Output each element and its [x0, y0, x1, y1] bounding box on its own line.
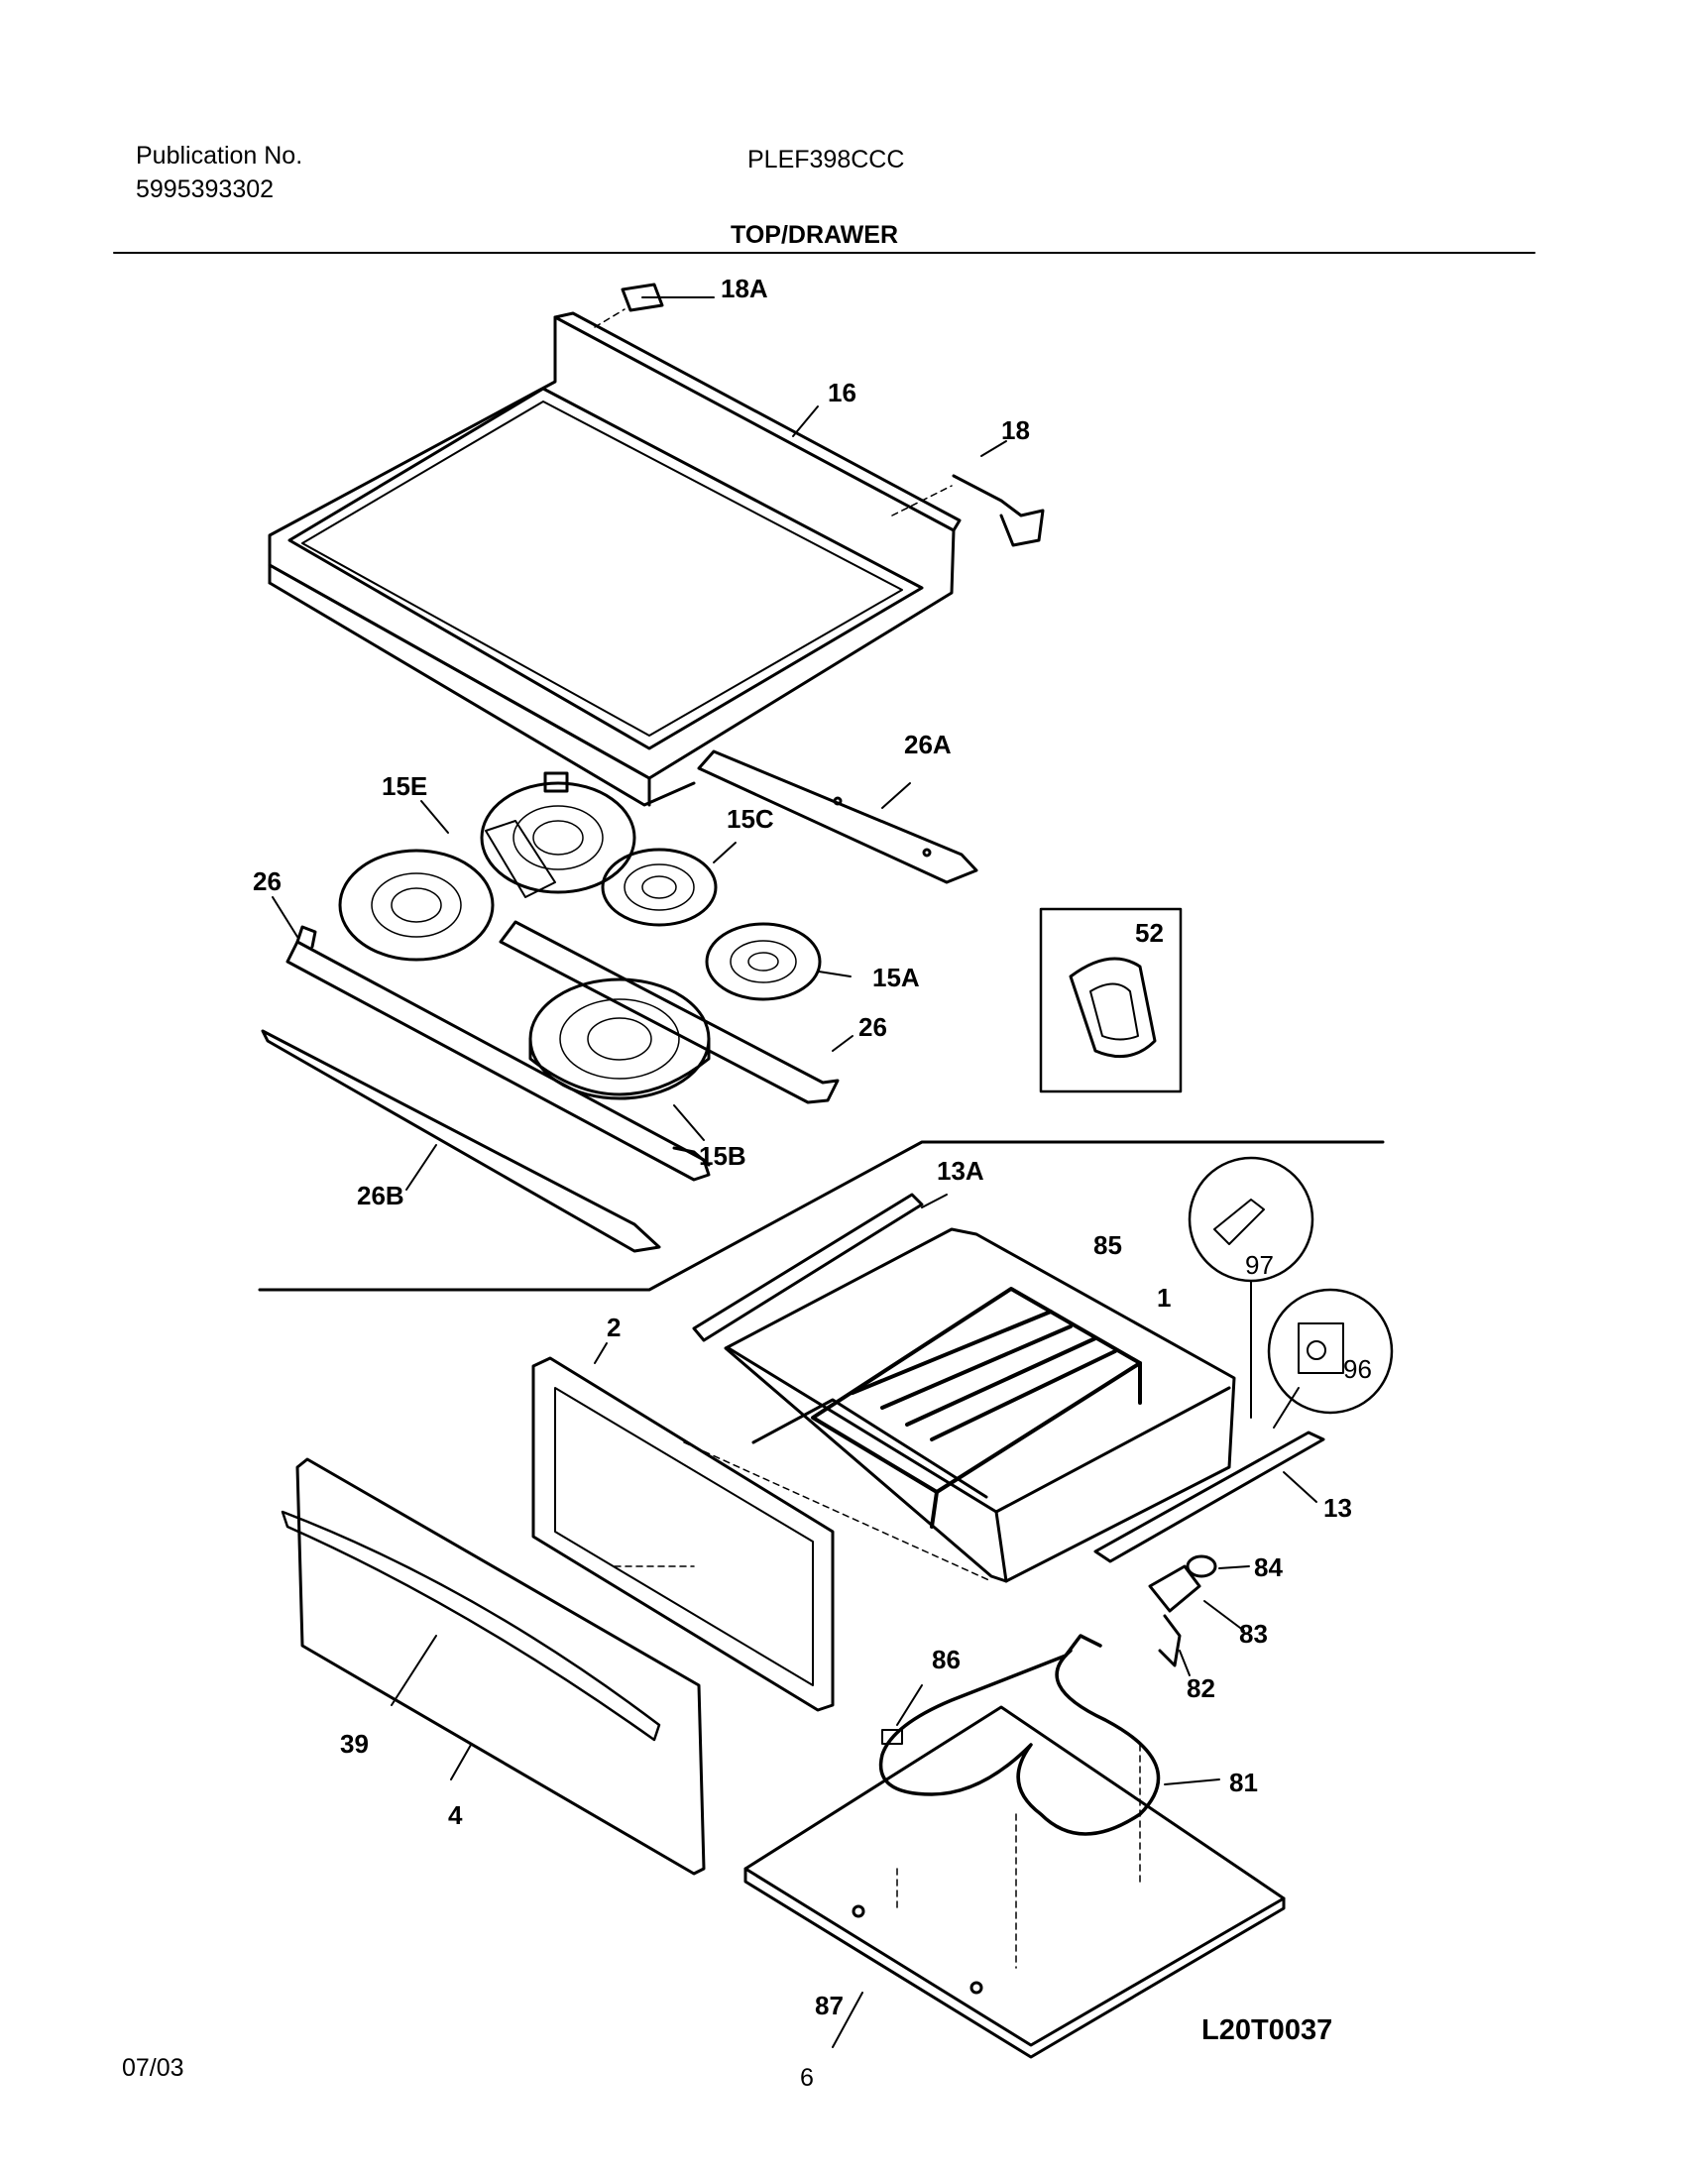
screw-97-inset: [1188, 1156, 1314, 1419]
drawer-panel-2: [531, 1342, 992, 1712]
drawer-box-1: [724, 1227, 1236, 1583]
part-labels: 18A 16 18 26A 15E 15C 26 52 15A 26 15B 2…: [253, 274, 1372, 2046]
diagram-code: L20T0037: [1201, 2014, 1332, 2046]
label-13a: 13A: [937, 1156, 984, 1186]
publication-number: 5995393302: [136, 175, 275, 203]
label-83: 83: [1239, 1619, 1268, 1649]
switch-parts-84-83-82: [1148, 1554, 1250, 1676]
label-96: 96: [1343, 1354, 1372, 1384]
bottom-panel-87: [743, 1705, 1286, 2059]
label-13: 13: [1323, 1493, 1352, 1523]
label-2: 2: [607, 1313, 621, 1342]
label-15e: 15E: [382, 771, 427, 801]
label-26a: 26A: [904, 730, 952, 759]
element-15a: [705, 922, 852, 1001]
clip-96-inset: [1267, 1288, 1394, 1429]
drawer-front-4: [281, 1457, 706, 1876]
label-87: 87: [815, 1991, 844, 2020]
rail-13a: [692, 1193, 948, 1342]
rail-13: [1093, 1431, 1325, 1563]
label-15b: 15B: [699, 1141, 746, 1171]
element-15e: [338, 771, 636, 962]
support-26-left: [272, 896, 711, 1182]
label-15a: 15A: [872, 963, 920, 992]
strip-26a: [697, 749, 978, 884]
label-16: 16: [828, 378, 856, 407]
page-number: 6: [800, 2064, 814, 2092]
bracket-18: [891, 440, 1045, 547]
label-84: 84: [1254, 1552, 1283, 1582]
label-81: 81: [1229, 1768, 1258, 1797]
rack-85: [811, 1287, 1142, 1529]
label-82: 82: [1187, 1673, 1215, 1703]
label-15c: 15C: [727, 804, 774, 834]
section-divider: [258, 1140, 1385, 1292]
label-26-right: 26: [858, 1012, 887, 1042]
label-1: 1: [1157, 1283, 1171, 1313]
part-52-inset: [1039, 907, 1183, 1093]
bracket-18a: [594, 283, 715, 328]
model-number: PLEF398CCC: [747, 146, 905, 173]
label-97: 97: [1245, 1250, 1274, 1280]
label-52: 52: [1135, 918, 1164, 948]
wire-harness-81: [878, 1634, 1220, 1836]
label-18a: 18A: [721, 274, 768, 303]
footer-date: 07/03: [122, 2054, 184, 2082]
label-86: 86: [932, 1645, 961, 1674]
support-26-right: [499, 920, 854, 1104]
label-85: 85: [1093, 1230, 1122, 1260]
element-15c: [601, 842, 737, 927]
element-15b: [528, 977, 711, 1141]
cooktop-16: [268, 311, 962, 807]
publication-label: Publication No.: [136, 142, 303, 170]
label-39: 39: [340, 1729, 369, 1759]
section-title: TOP/DRAWER: [731, 221, 898, 249]
label-26-left: 26: [253, 866, 282, 896]
label-18: 18: [1001, 415, 1030, 445]
label-26b: 26B: [357, 1181, 404, 1210]
label-4: 4: [448, 1800, 463, 1830]
strip-26b: [261, 1029, 661, 1253]
